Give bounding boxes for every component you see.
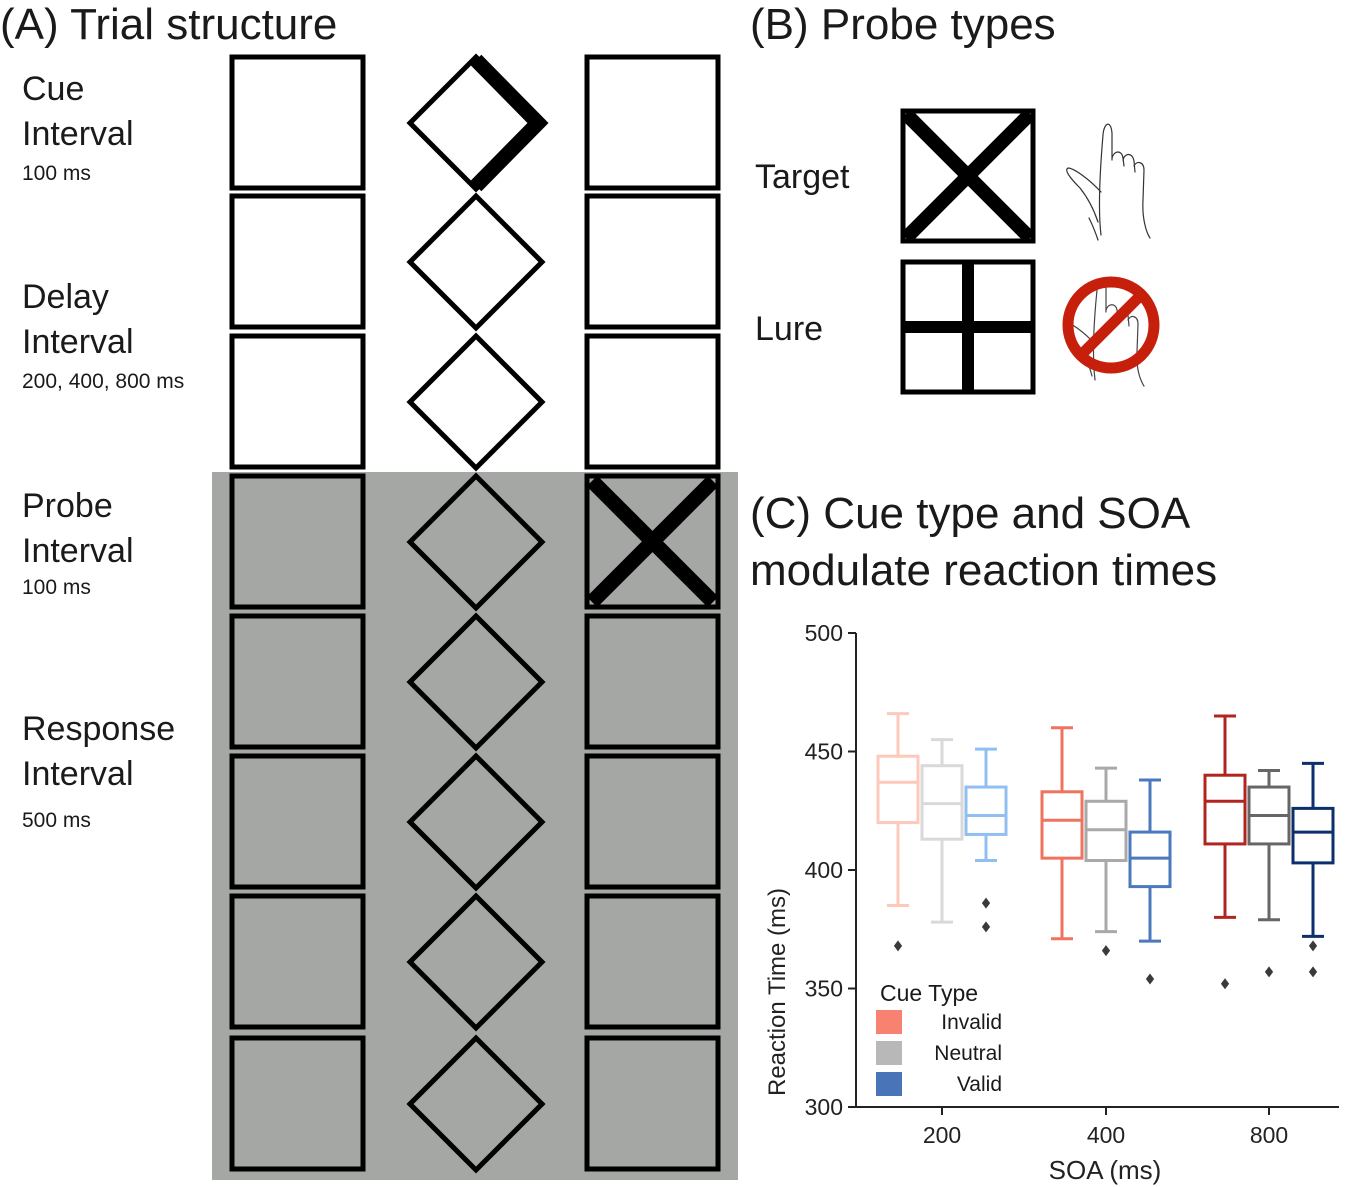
response-interval-label-2: Interval (22, 755, 134, 793)
iqr-box (1291, 806, 1335, 865)
x-tick-label: 200 (923, 1122, 961, 1148)
cue-highlight-edge (470, 54, 549, 192)
outlier-point (981, 897, 991, 909)
outlier-point (1308, 940, 1318, 952)
probe-response-shading (212, 472, 738, 1180)
legend-swatch-invalid (876, 1010, 902, 1034)
y-axis-label: Reaction Time (ms) (764, 888, 791, 1096)
cue-interval-duration: 100 ms (22, 162, 91, 185)
legend-swatch-neutral (876, 1041, 902, 1065)
y-tick-label: 500 (805, 620, 843, 646)
iqr-box (964, 785, 1008, 836)
pointing-hand-icon (1066, 123, 1151, 241)
legend-label-valid: Valid (956, 1073, 1002, 1096)
box-neutral-800 (1247, 768, 1291, 978)
panel-c-title-line-2: modulate reaction times (750, 546, 1218, 595)
target-label: Target (755, 158, 850, 196)
cue-interval-label-1: Cue (22, 70, 85, 108)
x-tick-label: 800 (1250, 1122, 1288, 1148)
box-neutral-200 (920, 738, 964, 924)
probe-interval-label-2: Interval (22, 532, 134, 570)
outlier-point (893, 940, 903, 952)
outlier-point (1264, 966, 1274, 978)
x-tick-label: 400 (1087, 1122, 1125, 1148)
left-placeholder-box (229, 753, 366, 890)
panel-a-title: (A) Trial structure (0, 0, 338, 49)
right-placeholder-box (584, 333, 721, 470)
box-valid-400 (1128, 778, 1172, 985)
legend-title: Cue Type (880, 980, 979, 1006)
probe-x-stroke (586, 475, 719, 608)
iqr-box (1040, 790, 1084, 860)
right-placeholder-box (584, 613, 721, 750)
delay-interval-duration: 200, 400, 800 ms (22, 370, 185, 393)
box-invalid-200 (876, 712, 920, 952)
left-placeholder-box (229, 473, 366, 610)
cue-interval-label-2: Interval (22, 115, 134, 153)
outlier-point (1220, 978, 1230, 990)
y-tick-label: 400 (805, 857, 843, 883)
right-placeholder-box (584, 753, 721, 890)
left-placeholder-box (229, 1035, 366, 1172)
delay-interval-label-2: Interval (22, 323, 134, 361)
left-placeholder-box (229, 333, 366, 470)
probe-types-diagram (900, 108, 1160, 395)
trial-structure-diagram (212, 53, 738, 1180)
reaction-time-boxplot: 300 350 400 450 500 200 400 800 Reaction Time (… (764, 620, 1339, 1185)
fixation-diamond (406, 892, 546, 1032)
panel-b-title: (B) Probe types (750, 0, 1056, 49)
x-axis-label: SOA (ms) (1049, 1155, 1162, 1185)
fixation-diamond (406, 612, 546, 752)
outlier-point (1101, 945, 1111, 957)
legend-swatch-valid (876, 1072, 902, 1096)
outlier-point (1145, 973, 1155, 985)
outlier-point (981, 921, 991, 933)
response-interval-duration: 500 ms (22, 809, 91, 832)
target-probe-icon (900, 108, 1036, 244)
fixation-diamond (406, 192, 546, 332)
no-response-icon (1062, 276, 1160, 387)
response-interval-label-1: Response (22, 710, 176, 748)
outlier-point (1308, 966, 1318, 978)
left-placeholder-box (229, 893, 366, 1030)
right-placeholder-box (584, 193, 721, 330)
legend-label-invalid: Invalid (941, 1011, 1002, 1034)
probe-interval-label-1: Probe (22, 487, 113, 525)
left-placeholder-box (229, 54, 366, 191)
left-placeholder-box (229, 613, 366, 750)
iqr-box (1203, 773, 1247, 846)
box-neutral-400 (1084, 766, 1128, 957)
legend-label-neutral: Neutral (934, 1042, 1002, 1065)
fixation-diamond (406, 1034, 546, 1174)
fixation-diamond (406, 472, 546, 612)
right-placeholder-box (584, 54, 721, 191)
right-placeholder-box (584, 1035, 721, 1172)
panel-c-title-line-1: (C) Cue type and SOA (750, 489, 1191, 538)
box-valid-200 (964, 747, 1008, 933)
y-tick-label: 350 (805, 976, 843, 1002)
probe-interval-duration: 100 ms (22, 576, 91, 599)
left-placeholder-box (229, 193, 366, 330)
lure-label: Lure (755, 310, 824, 348)
fixation-diamond (406, 752, 546, 892)
right-placeholder-box (584, 893, 721, 1030)
right-placeholder-box (584, 473, 721, 610)
fixation-diamond (406, 332, 546, 472)
y-tick-label: 300 (805, 1094, 843, 1120)
iqr-box (876, 754, 920, 825)
delay-interval-label-1: Delay (22, 278, 109, 316)
box-valid-800 (1291, 761, 1335, 978)
lure-probe-icon (900, 259, 1036, 395)
cue-diamond (406, 53, 546, 193)
box-invalid-400 (1040, 726, 1084, 941)
y-tick-label: 450 (805, 739, 843, 765)
box-invalid-800 (1203, 714, 1247, 990)
